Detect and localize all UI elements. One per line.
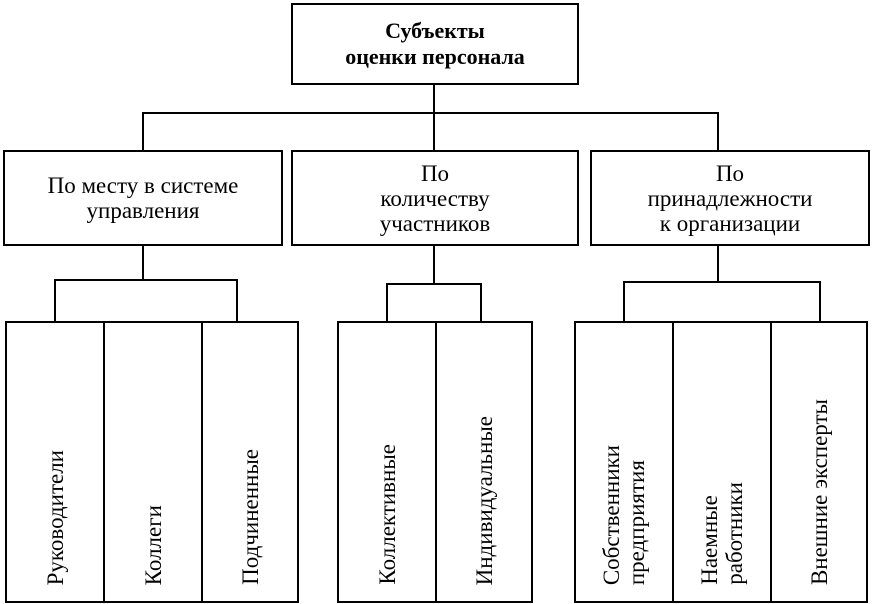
connector-to-cat-3 — [717, 112, 719, 150]
category-label-line: По месту в системе — [47, 173, 239, 198]
root-title-line1: Субъекты — [385, 18, 485, 43]
connector-group1-bar — [54, 279, 238, 281]
category-label-line: управления — [86, 198, 200, 223]
connector-cat1-down — [142, 246, 144, 280]
leaf-label: Коллеги — [140, 504, 166, 585]
connector-group2-bar — [386, 283, 482, 285]
category-label-line: количеству — [380, 185, 490, 211]
connector-group2-right — [480, 283, 482, 321]
connector-cat2-down — [433, 246, 435, 284]
connector-group3-left — [623, 281, 625, 321]
connector-top-bar — [142, 112, 719, 114]
connector-group2-left — [386, 283, 388, 321]
connector-to-cat-1 — [142, 112, 144, 150]
leaf-label: Наемные — [697, 495, 722, 585]
root-node: Субъекты оценки персонала — [291, 3, 579, 85]
connector-group3-bar — [623, 281, 821, 283]
category-label-line: участников — [379, 210, 491, 236]
category-label-line: По — [420, 160, 450, 186]
category-label-line: к организации — [659, 210, 801, 236]
leaf-owners: Собственники предприятия — [574, 321, 674, 603]
category-label-line: принадлежности — [647, 185, 813, 211]
leaf-label: Индивидуальные — [471, 415, 497, 585]
root-title-line2: оценки персонала — [345, 44, 525, 69]
leaf-managers: Руководители — [5, 321, 105, 603]
connector-group3-right — [819, 281, 821, 321]
connector-to-cat-2 — [433, 112, 435, 150]
leaf-hired-employees: Наемные работники — [672, 321, 772, 603]
leaf-label: Коллективные — [374, 444, 400, 585]
leaf-label: Собственники — [599, 444, 624, 585]
category-label-line: По — [715, 160, 745, 186]
category-by-affiliation: По принадлежности к организации — [590, 150, 870, 246]
connector-cat3-down — [717, 246, 719, 282]
leaf-colleagues: Коллеги — [103, 321, 203, 603]
leaf-external-experts: Внешние эксперты — [770, 321, 868, 603]
category-by-position: По месту в системе управления — [3, 150, 283, 246]
leaf-label: Руководители — [42, 449, 68, 585]
leaf-label: Внешние эксперты — [806, 398, 832, 585]
connector-root-down — [433, 85, 435, 113]
connector-group1-left — [54, 279, 56, 321]
leaf-subordinates: Подчиненные — [201, 321, 299, 603]
category-by-count: По количеству участников — [291, 150, 579, 246]
leaf-label: Подчиненные — [237, 449, 263, 585]
leaf-label: работники — [722, 482, 747, 585]
leaf-label: предприятия — [624, 459, 649, 585]
leaf-collective: Коллективные — [337, 321, 437, 603]
connector-group1-right — [236, 279, 238, 321]
leaf-individual: Индивидуальные — [435, 321, 533, 603]
